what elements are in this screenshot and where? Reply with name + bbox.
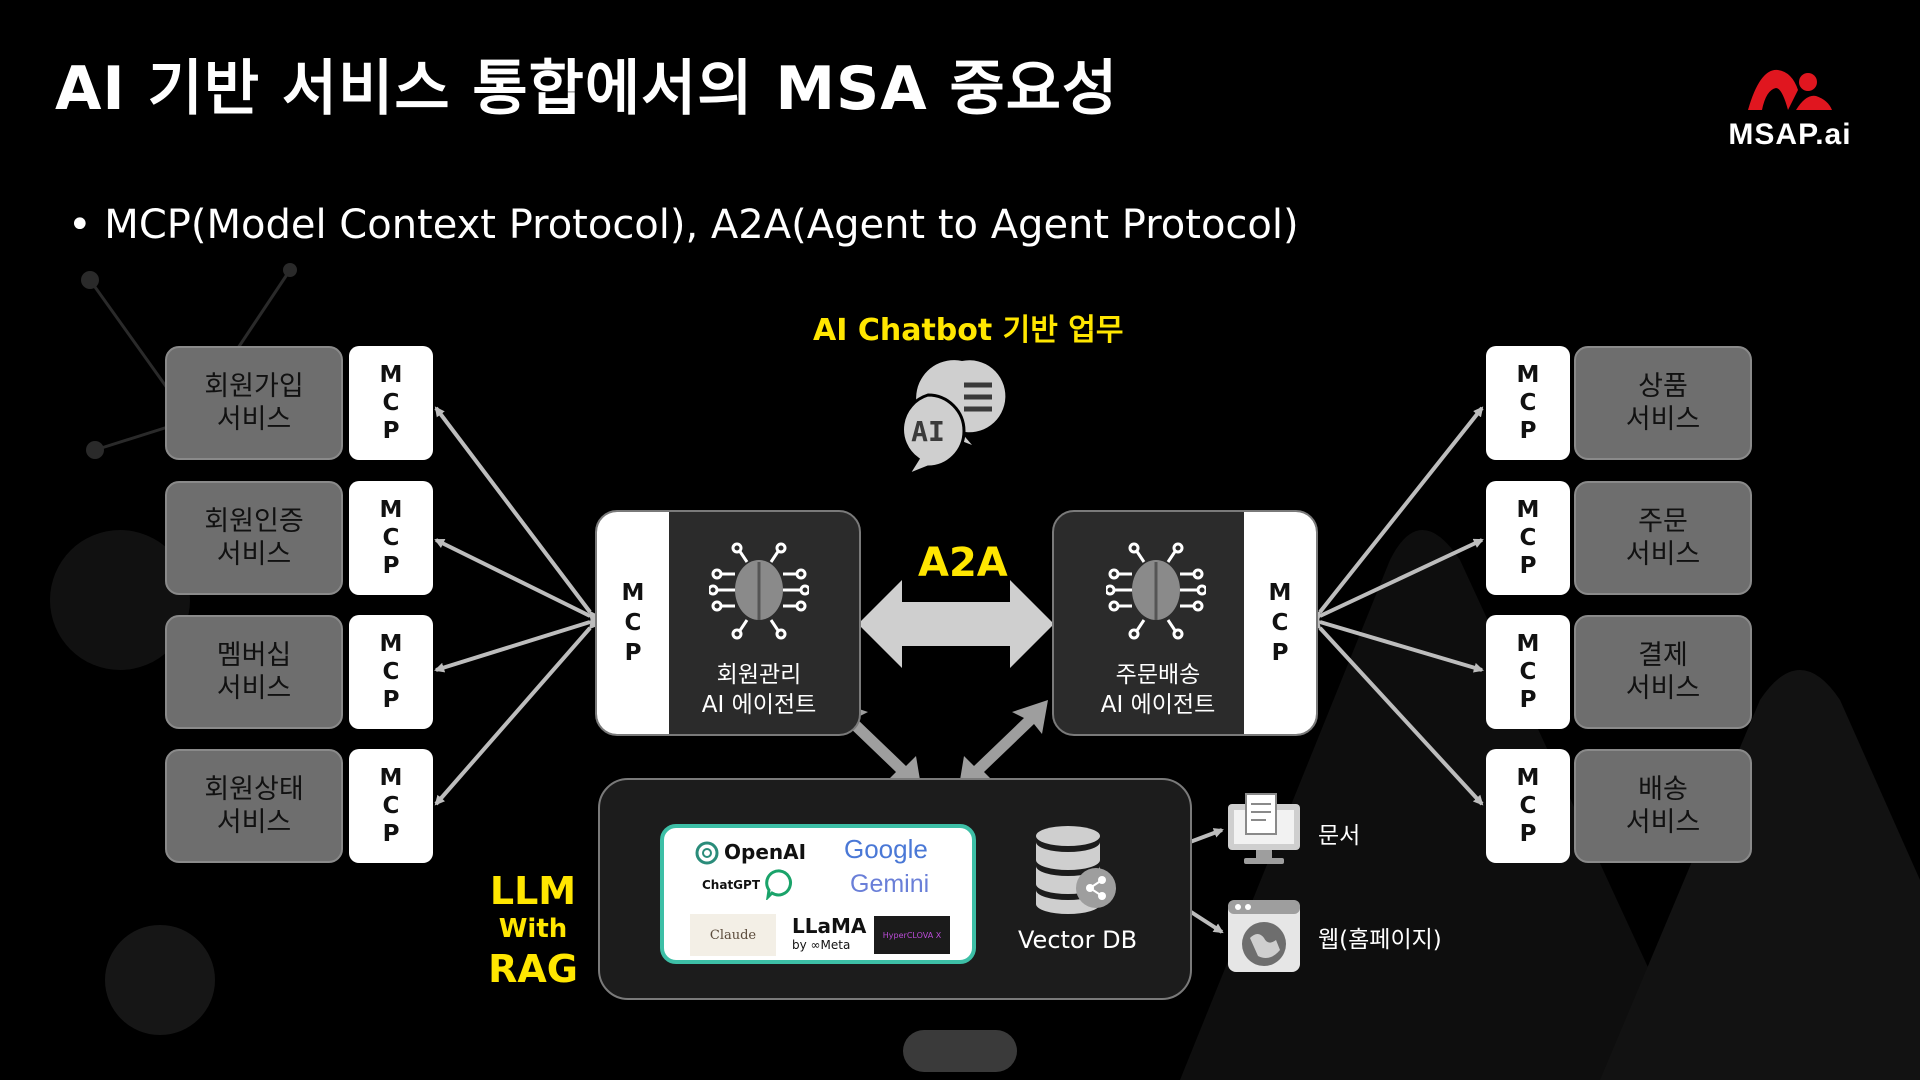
ai-brain-icon	[709, 542, 809, 640]
llm-label-mid: With	[498, 914, 568, 944]
service-member-status: 회원상태 서비스	[165, 749, 343, 863]
mcp-letter: P	[382, 553, 400, 579]
llm-label-top: LLM	[489, 869, 577, 913]
service-membership: 멤버십 서비스	[165, 615, 343, 729]
mcp-letter: P	[1519, 553, 1537, 579]
protocol-bullet: • MCP(Model Context Protocol), A2A(Agent…	[68, 202, 1299, 248]
mcp-letter: M	[621, 580, 645, 606]
mcp-letter: M	[379, 631, 403, 657]
google-wordmark: Google	[844, 834, 928, 864]
chatbot-title: AI Chatbot 기반 업무	[813, 313, 1124, 348]
document-monitor-icon	[1228, 793, 1300, 864]
gemini-label: Gemini	[850, 870, 930, 898]
openai-label: OpenAI	[724, 840, 807, 864]
mcp-letter: M	[1268, 580, 1292, 606]
mcp-letter: P	[1519, 418, 1537, 444]
chatgpt-bubble-icon	[765, 869, 792, 900]
mcp-letter: M	[379, 497, 403, 523]
arrow-left-3	[434, 614, 600, 673]
llm-with-rag-label: LLM With RAG	[478, 872, 588, 988]
arrow-right-1	[1311, 406, 1484, 622]
mcp-letter: M	[379, 765, 403, 791]
mcp-letter: P	[1519, 821, 1537, 847]
claude-label: Claude	[709, 927, 757, 943]
mcp-letter: M	[1516, 362, 1540, 388]
chat-bubbles-icon: AI	[901, 360, 1006, 475]
logo: MSAP.ai	[1700, 60, 1880, 160]
chat-bubble-text: AI	[911, 415, 945, 448]
arrow-left-4	[434, 618, 600, 806]
google-label: Google	[844, 834, 928, 865]
openai-icon	[695, 841, 719, 865]
mcp-letter: P	[382, 418, 400, 444]
mcp-letter: C	[1519, 793, 1537, 819]
mcp-letter: C	[382, 390, 400, 416]
mcp-letter: P	[624, 640, 642, 666]
agent-label: 주문배송 AI 에이전트	[1100, 662, 1216, 718]
source-web-label: 웹(홈페이지)	[1318, 927, 1442, 953]
web-globe-icon	[1228, 900, 1300, 972]
hyperclova-label: HyperCLOVA X	[882, 930, 942, 940]
mcp-letter: C	[382, 659, 400, 685]
hyperclova-logo: HyperCLOVA X	[874, 916, 950, 954]
arrow-right-3	[1310, 614, 1484, 673]
slide-indicator	[903, 1030, 1017, 1072]
arrow-left-2	[434, 538, 600, 625]
mcp-letter: C	[1271, 610, 1289, 636]
source-document-label: 문서	[1318, 823, 1361, 849]
mcp-letter: P	[382, 687, 400, 713]
mcp-letter: C	[1519, 390, 1537, 416]
mcp-letter: M	[1516, 765, 1540, 791]
chatgpt-label: ChatGPT	[702, 878, 761, 892]
mcp-letter: C	[382, 525, 400, 551]
mcp-letter: M	[1516, 497, 1540, 523]
agent-label: 회원관리 AI 에이전트	[701, 662, 817, 718]
service-order: 주문 서비스	[1574, 481, 1752, 595]
msap-logo-icon	[1748, 69, 1832, 110]
a2a-label: A2A	[918, 540, 1008, 586]
arrow-right-2	[1310, 538, 1484, 624]
meta-label: by ∞Meta	[792, 938, 851, 952]
database-icon	[1036, 826, 1116, 914]
service-delivery: 배송 서비스	[1574, 749, 1752, 863]
mcp-letter: C	[1519, 525, 1537, 551]
mcp-letter: M	[1516, 631, 1540, 657]
llama-label: LLaMA	[792, 914, 867, 938]
claude-logo: Claude	[690, 914, 776, 956]
vector-db-label: Vector DB	[1018, 926, 1138, 954]
llm-label-bottom: RAG	[488, 947, 578, 991]
mcp-letter: P	[382, 821, 400, 847]
llm-providers-card: OpenAI ChatGPT Google Gemini Claude LLaM…	[660, 824, 976, 964]
ai-brain-icon	[1106, 542, 1206, 640]
service-member-auth: 회원인증 서비스	[165, 481, 343, 595]
service-member-signup: 회원가입 서비스	[165, 346, 343, 460]
service-product: 상품 서비스	[1574, 346, 1752, 460]
arrow-left-1	[434, 406, 599, 622]
page-title: AI 기반 서비스 통합에서의 MSA 중요성	[55, 54, 1119, 124]
mcp-letter: P	[1519, 687, 1537, 713]
mcp-letter: C	[1519, 659, 1537, 685]
arrow-right-4	[1310, 618, 1484, 806]
logo-text: MSAP.ai	[1728, 118, 1852, 151]
mcp-letter: C	[624, 610, 642, 636]
mcp-letter: P	[1271, 640, 1289, 666]
mcp-letter: M	[379, 362, 403, 388]
a2a-double-arrow	[858, 580, 1054, 668]
service-payment: 결제 서비스	[1574, 615, 1752, 729]
mcp-letter: C	[382, 793, 400, 819]
